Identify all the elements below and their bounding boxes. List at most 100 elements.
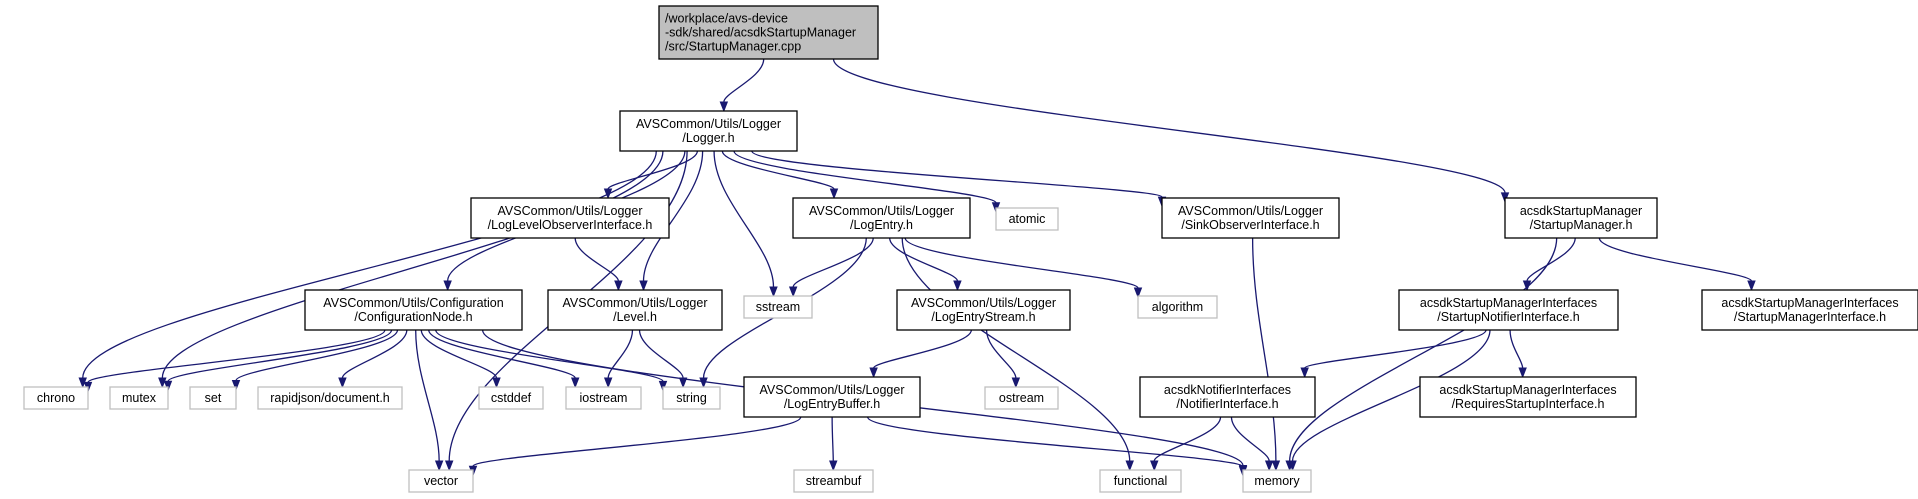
node-label: vector (424, 474, 458, 488)
node-sinkobs[interactable]: AVSCommon/Utils/Logger/SinkObserverInter… (1161, 197, 1340, 239)
arrowhead-sinkobs-to-memory (1271, 460, 1281, 472)
node-logger[interactable]: AVSCommon/Utils/Logger/Logger.h (619, 110, 798, 152)
node-label: atomic (1009, 212, 1046, 226)
edge-confignode-to-iostream (428, 329, 576, 379)
node-startupmgr[interactable]: acsdkStartupManager/StartupManager.h (1504, 197, 1658, 239)
node-level[interactable]: AVSCommon/Utils/Logger/Level.h (547, 289, 723, 331)
node-label: /Logger.h (682, 131, 734, 145)
node-label: /LogEntry.h (850, 218, 913, 232)
edge-level-to-string (638, 329, 684, 379)
node-box-string (662, 386, 721, 410)
node-logentrystream[interactable]: AVSCommon/Utils/Logger/LogEntryStream.h (896, 289, 1071, 331)
edge-logentry-to-functional (901, 237, 1131, 462)
arrowhead-level-to-string (678, 377, 688, 389)
arrowhead-logentrybuffer-to-streambuf (829, 460, 838, 472)
arrowhead-logger-to-confignode (443, 280, 452, 292)
node-box-confignode[interactable] (304, 289, 523, 331)
edge-logger-to-level (642, 150, 704, 282)
node-box-requiresiface[interactable] (1419, 376, 1637, 418)
edge-root-to-startupmgr (832, 58, 1506, 194)
node-mgriface[interactable]: acsdkStartupManagerInterfaces/StartupMan… (1701, 289, 1918, 331)
node-box-mgriface[interactable] (1701, 289, 1918, 331)
arrowhead-root-to-logger (719, 101, 729, 113)
node-label: AVSCommon/Utils/Logger (563, 296, 708, 310)
node-box-loglevelobs[interactable] (470, 197, 670, 239)
node-box-startupmgr[interactable] (1504, 197, 1658, 239)
arrowhead-level-to-iostream (603, 377, 613, 389)
node-box-logentrybuffer[interactable] (743, 376, 921, 418)
node-label: AVSCommon/Utils/Logger (636, 117, 781, 131)
node-label: acsdkStartupManager (1520, 204, 1642, 218)
node-label: AVSCommon/Utils/Configuration (323, 296, 503, 310)
node-notifyiface[interactable]: acsdkStartupManagerInterfaces/StartupNot… (1398, 289, 1619, 331)
node-loglevelobs[interactable]: AVSCommon/Utils/Logger/LogLevelObserverI… (470, 197, 670, 239)
edge-confignode-to-vector (415, 329, 440, 462)
arrowhead-root-to-startupmgr (1500, 192, 1510, 204)
node-rapidjson: rapidjson/document.h (257, 386, 403, 410)
arrowhead-logger-to-sstream (769, 286, 778, 298)
node-box-notifieriface[interactable] (1139, 376, 1316, 418)
node-label: /StartupManager.h (1530, 218, 1633, 232)
node-label: AVSCommon/Utils/Logger (911, 296, 1056, 310)
arrowhead-notifieriface-to-functional (1150, 460, 1159, 472)
node-label: /StartupNotifierInterface.h (1437, 310, 1579, 324)
arrowhead-confignode-to-set (231, 380, 241, 391)
node-notifieriface[interactable]: acsdkNotifierInterfaces/NotifierInterfac… (1139, 376, 1316, 418)
arrowhead-logentry-to-logentrystream (953, 280, 962, 292)
node-mutex: mutex (109, 386, 169, 410)
node-label: acsdkStartupManagerInterfaces (1721, 296, 1898, 310)
node-box-logger[interactable] (619, 110, 798, 152)
arrowhead-notifyiface-to-memory (1288, 460, 1297, 472)
node-streambuf: streambuf (793, 469, 874, 493)
node-label: acsdkNotifierInterfaces (1164, 383, 1291, 397)
node-box-functional (1099, 469, 1182, 493)
edge-confignode-to-chrono (87, 329, 386, 383)
edge-logentrybuffer-to-streambuf (831, 416, 834, 462)
arrowhead-loglevelobs-to-level (614, 280, 623, 292)
node-box-sinkobs[interactable] (1161, 197, 1340, 239)
node-confignode[interactable]: AVSCommon/Utils/Configuration/Configurat… (304, 289, 523, 331)
node-label: /ConfigurationNode.h (354, 310, 472, 324)
node-vector: vector (408, 469, 474, 493)
node-label: algorithm (1152, 300, 1203, 314)
node-box-memory (1242, 469, 1312, 493)
arrowhead-logger-to-atomic (991, 202, 1001, 214)
node-box-chrono (23, 386, 89, 410)
node-label: sstream (756, 300, 800, 314)
node-box-root[interactable] (658, 5, 879, 60)
arrowhead-logentrystream-to-logentrybuffer (869, 367, 878, 379)
node-requiresiface[interactable]: acsdkStartupManagerInterfaces/RequiresSt… (1419, 376, 1637, 418)
node-label: AVSCommon/Utils/Logger (809, 204, 954, 218)
node-ostream: ostream (984, 386, 1059, 410)
node-label: /Level.h (613, 310, 657, 324)
node-label: -sdk/shared/acsdkStartupManager (665, 26, 856, 40)
node-box-logentry[interactable] (792, 197, 971, 239)
node-chrono: chrono (23, 386, 89, 410)
node-set: set (189, 386, 237, 410)
arrowhead-logger-to-loglevelobs (603, 188, 613, 200)
arrowhead-confignode-to-cstddef (492, 377, 501, 389)
edge-startupmgr-to-memory (1289, 237, 1558, 462)
node-logentrybuffer[interactable]: AVSCommon/Utils/Logger/LogEntryBuffer.h (743, 376, 921, 418)
edge-confignode-to-string (435, 329, 664, 383)
node-box-logentrystream[interactable] (896, 289, 1071, 331)
node-label: cstddef (491, 391, 532, 405)
arrowhead-logger-to-mutex (158, 377, 167, 389)
node-box-atomic (995, 207, 1059, 231)
node-logentry[interactable]: AVSCommon/Utils/Logger/LogEntry.h (792, 197, 971, 239)
node-box-notifyiface[interactable] (1398, 289, 1619, 331)
edge-sinkobs-to-memory (1251, 237, 1277, 462)
node-label: functional (1114, 474, 1168, 488)
node-label: memory (1254, 474, 1300, 488)
node-iostream: iostream (565, 386, 642, 410)
arrowhead-confignode-to-mutex (163, 380, 173, 392)
node-label: acsdkStartupManagerInterfaces (1420, 296, 1597, 310)
arrowhead-logentrystream-to-ostream (1011, 377, 1021, 389)
edge-logger-to-logentry (721, 150, 835, 190)
node-label: AVSCommon/Utils/Logger (760, 383, 905, 397)
node-label: /NotifierInterface.h (1176, 397, 1278, 411)
arrowhead-logentry-to-sstream (788, 286, 798, 298)
node-box-level[interactable] (547, 289, 723, 331)
node-root[interactable]: /workplace/avs-device-sdk/shared/acsdkSt… (658, 5, 879, 60)
